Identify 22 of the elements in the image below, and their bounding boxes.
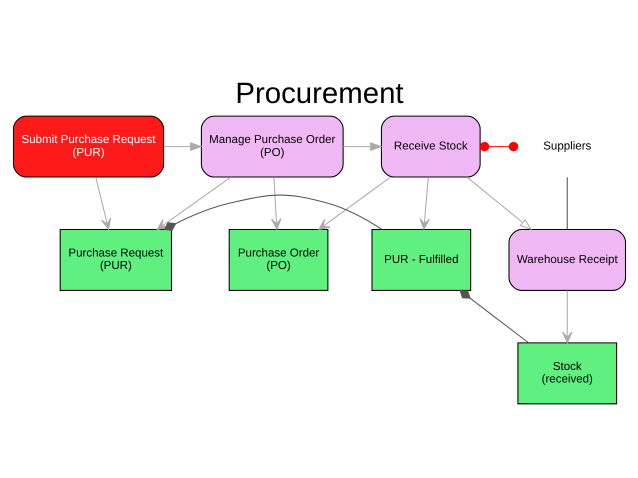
connector bbox=[458, 289, 528, 343]
arrow bbox=[270, 176, 282, 230]
arrow bbox=[342, 142, 382, 150]
arrow bbox=[466, 176, 532, 230]
node-box: Warehouse Receipt bbox=[508, 228, 626, 290]
node-box: Purchase Request (PUR) bbox=[59, 228, 172, 290]
node-box: Manage Purchase Order (PO) bbox=[200, 115, 344, 178]
connector bbox=[163, 194, 382, 230]
node-box: PUR - Fulfilled bbox=[370, 228, 471, 290]
node-text: Suppliers bbox=[542, 140, 591, 152]
connector bbox=[566, 176, 568, 229]
node-box: Submit Purchase Request (PUR) bbox=[12, 115, 164, 178]
node-box: Receive Stock bbox=[380, 115, 480, 178]
arrow bbox=[318, 176, 390, 230]
node-box: Purchase Order (PO) bbox=[228, 228, 328, 290]
node-box: Stock (received) bbox=[516, 342, 617, 404]
arrow bbox=[419, 176, 430, 230]
arrow bbox=[562, 290, 572, 343]
arrow bbox=[163, 142, 202, 150]
arrow bbox=[94, 176, 111, 230]
connector bbox=[479, 141, 518, 151]
diagram-title: Procurement bbox=[234, 76, 404, 110]
